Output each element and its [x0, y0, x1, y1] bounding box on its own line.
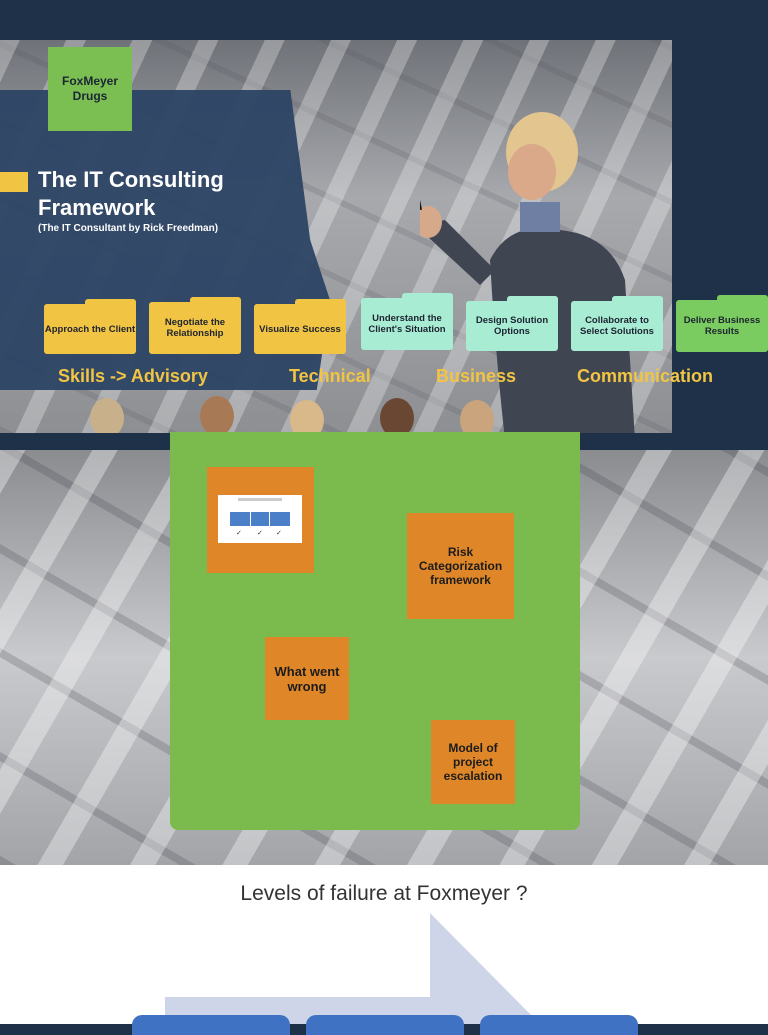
step-folder-design[interactable]: Design Solution Options	[466, 296, 558, 351]
step-label: Deliver Business Results	[683, 315, 761, 337]
escalation-card[interactable]: Model of project escalation	[431, 720, 515, 804]
step-label: Visualize Success	[259, 323, 341, 335]
slide-title: The IT Consulting Framework	[38, 167, 224, 220]
step-folder-visualize[interactable]: Visualize Success	[254, 299, 346, 354]
presenter-photo	[420, 112, 635, 433]
skill-business: Business	[436, 366, 517, 386]
card-label: Model of project escalation	[443, 741, 503, 783]
what-went-wrong-card[interactable]: What went wrong	[265, 637, 349, 720]
audience-photo	[80, 390, 510, 433]
skill-communication: Communication	[577, 366, 714, 386]
risk-card[interactable]: Risk Categorization framework	[407, 513, 514, 619]
arrow-head-icon	[430, 913, 540, 1024]
step-label: Understand the Client's Situation	[368, 313, 446, 335]
level-box-1	[132, 1015, 290, 1035]
slide-thumbnail-icon: ✓ ✓ ✓	[218, 495, 302, 543]
step-label: Collaborate to Select Solutions	[580, 315, 654, 337]
card-label: What went wrong	[274, 663, 340, 694]
bottom-slide-title: Levels of failure at Foxmeyer ?	[240, 882, 528, 905]
level-box-3	[480, 1015, 638, 1035]
step-folder-approach[interactable]: Approach the Client	[44, 299, 136, 354]
skill-technical: Technical	[289, 366, 371, 386]
step-folder-negotiate[interactable]: Negotiate the Relationship	[149, 297, 241, 354]
skill-advisory: Skills -> Advisory	[58, 366, 208, 386]
slide-subtitle: (The IT Consultant by Rick Freedman)	[38, 223, 219, 234]
card-label: Risk Categorization framework	[418, 545, 503, 587]
level-box-2	[306, 1015, 464, 1035]
step-folder-understand[interactable]: Understand the Client's Situation	[361, 293, 453, 350]
step-label: Design Solution Options	[475, 315, 549, 337]
step-label: Approach the Client	[44, 323, 136, 335]
top-slide	[0, 40, 672, 433]
company-label-box[interactable]: FoxMeyer Drugs	[48, 47, 132, 131]
title-tab-marker	[0, 172, 28, 192]
step-label: Negotiate the Relationship	[164, 317, 226, 339]
step-folder-collaborate[interactable]: Collaborate to Select Solutions	[571, 296, 663, 351]
step-folder-deliver[interactable]: Deliver Business Results	[676, 295, 768, 352]
company-label: FoxMeyer Drugs	[61, 74, 119, 103]
